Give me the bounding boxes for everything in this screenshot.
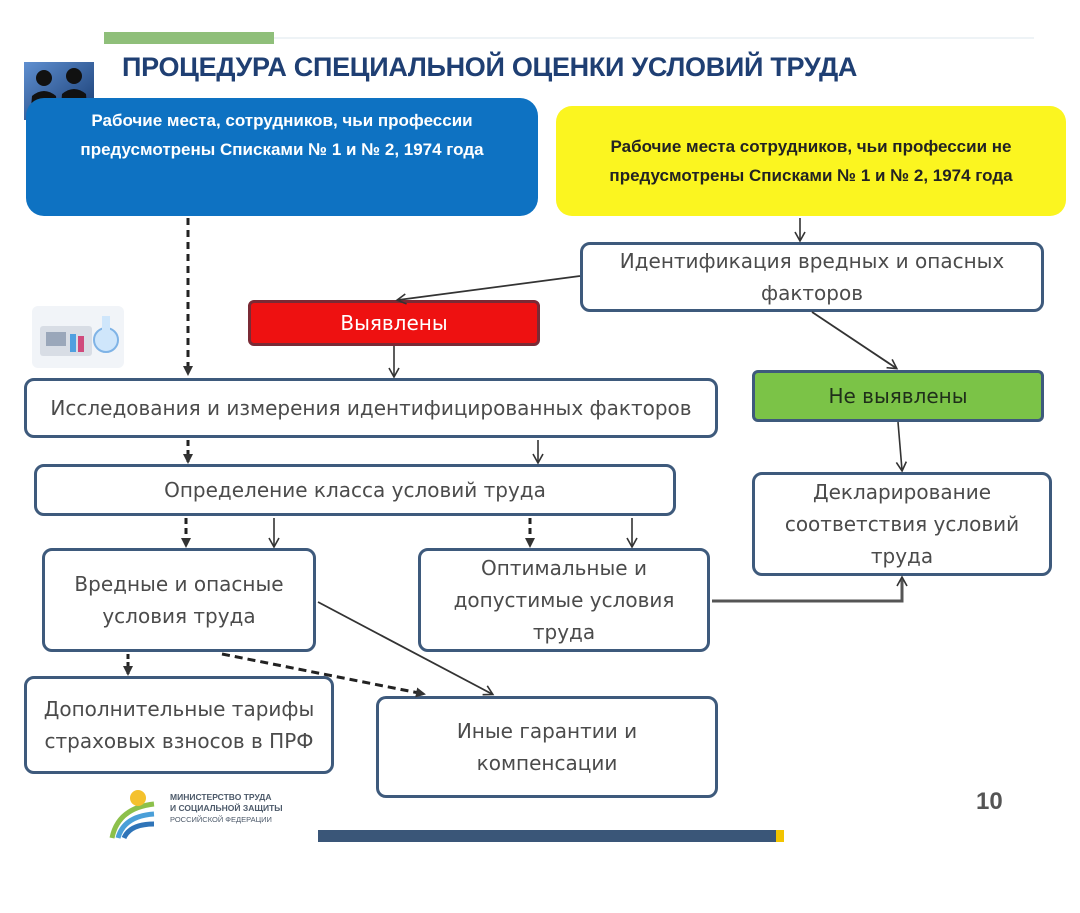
laboratory-equipment-icon — [32, 306, 124, 368]
research-box: Исследования и измерения идентифицирован… — [24, 378, 718, 438]
ministry-logo-icon — [109, 790, 155, 840]
top-divider-line — [274, 37, 1034, 39]
arrow-identification-to-not-found — [811, 311, 899, 370]
class-definition-box: Определение класса условий труда — [34, 464, 676, 516]
listed-professions-box: Рабочие места, сотрудников, чьи професси… — [26, 98, 538, 216]
arrow-not-found-to-declaration — [895, 421, 908, 473]
arrow-identification-to-found — [395, 275, 581, 305]
arrow-optimal-to-declaration — [712, 575, 908, 603]
additional-tariffs-box: Дополнительные тарифы страховых взносов … — [24, 676, 334, 774]
identification-box: Идентификация вредных и опасных факторов — [580, 242, 1044, 312]
page-number: 10 — [976, 788, 1003, 815]
page-title: ПРОЦЕДУРА СПЕЦИАЛЬНОЙ ОЦЕНКИ УСЛОВИЙ ТРУ… — [122, 52, 858, 82]
bottom-accent-bar — [318, 830, 782, 842]
optimal-conditions-box: Оптимальные и допустимые условия труда — [418, 548, 710, 652]
ministry-line-2: И СОЦИАЛЬНОЙ ЗАЩИТЫ — [170, 803, 283, 813]
found-box: Выявлены — [248, 300, 540, 346]
ministry-name: МИНИСТЕРСТВО ТРУДА И СОЦИАЛЬНОЙ ЗАЩИТЫ Р… — [170, 792, 330, 842]
not-found-box: Не выявлены — [752, 370, 1044, 422]
bottom-accent-marker — [776, 830, 784, 842]
guarantees-box: Иные гарантии и компенсации — [376, 696, 718, 798]
ministry-line-1: МИНИСТЕРСТВО ТРУДА — [170, 792, 272, 802]
top-accent-bar — [104, 32, 274, 44]
ministry-line-3: РОССИЙСКОЙ ФЕДЕРАЦИИ — [170, 815, 272, 824]
harmful-conditions-box: Вредные и опасные условия труда — [42, 548, 316, 652]
unlisted-professions-box: Рабочие места сотрудников, чьи профессии… — [556, 106, 1066, 216]
declaration-box: Декларирование соответствия условий труд… — [752, 472, 1052, 576]
